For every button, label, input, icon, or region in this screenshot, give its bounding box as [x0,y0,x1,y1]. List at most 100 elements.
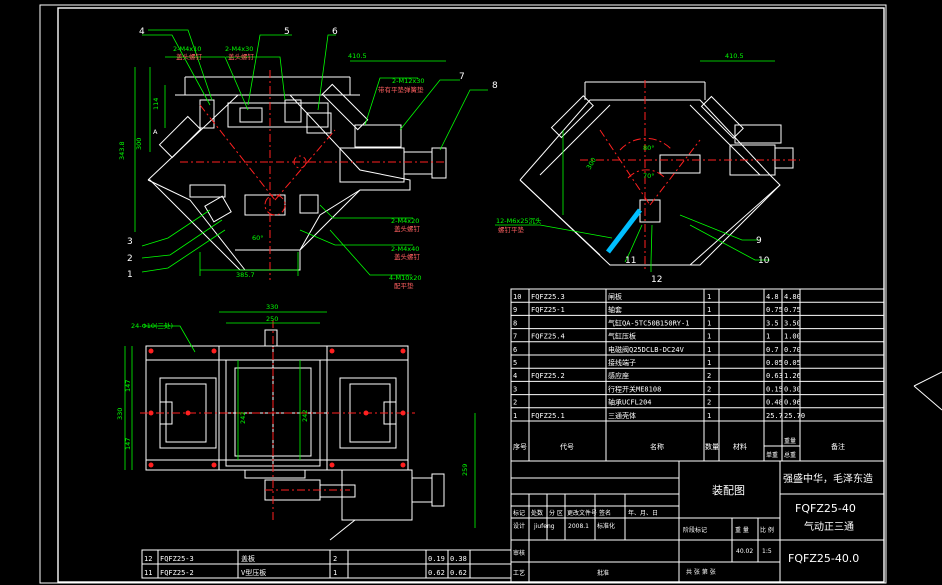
weight-value: 40.02 [736,548,753,555]
note-m4x20: 2-M4x20 [391,217,419,225]
bom-lower-row-12-no: 12 [144,555,152,563]
bom-row-2-no: 2 [513,399,517,407]
callout-11: 11 [625,256,636,266]
bom-header-name: 名称 [650,442,664,451]
note-24-holes: 24-Φ10(三处) [131,321,173,330]
label-change: 更改文件号 [567,509,597,517]
bom-row-3-total: 0.30 [784,385,801,393]
top-dim-147-b: 147 [124,438,132,450]
bom-header-code: 代号 [560,442,574,451]
bom-row-6-no: 6 [513,346,517,354]
top-dim-330: 330 [266,303,278,311]
bom-row-1-no: 1 [513,412,517,420]
bom-row-9-no: 9 [513,306,517,314]
drawing-number-bottom: FQFZ25-40.0 [788,552,859,565]
bom-row-10-unit: 4.8 [766,293,779,301]
top-dim-242-b: 242 [301,410,309,422]
bom-row-1-total: 25.70 [784,412,805,420]
bom-row-6-qty: 1 [707,346,711,354]
note-m6x25: 12-M6x25沉头 [496,216,542,225]
bom-row-9-code: FQFZ25-1 [531,306,565,314]
bom-row-9-total: 0.75 [784,306,801,314]
note-m4x10: 2-M4x10 [173,45,201,53]
bom-row-7-code: FQFZ25.4 [531,333,565,341]
bom-header-qty: 数量 [705,442,719,451]
note-m4x40: 2-M4x40 [391,245,419,253]
drawing-number: FQFZ25-40 [795,502,856,515]
label-design: 设计 [513,522,525,530]
bom-row-1-unit: 25.7 [766,412,783,420]
label-sign: 签名 [599,509,611,517]
top-view-centerlines [140,320,415,520]
bom-header-total: 总重 [784,451,796,459]
bom-header-remark: 备注 [831,442,845,451]
product-name: 气动正三通 [804,520,854,533]
callout-10: 10 [758,256,770,266]
bom-row-2-name: 轴承UCFL204 [608,398,652,407]
bom-row-10-qty: 1 [707,293,711,301]
bom-row-2-qty: 2 [707,399,711,407]
bom-row-5-total: 0.05 [784,359,801,367]
scale-value: 1:5 [762,548,772,555]
bom-row-5-unit: 0.05 [766,359,783,367]
bom-row-6-name: 电磁阀Q25DCLB-DC24V [608,345,685,354]
bom-row-9-name: 轴套 [608,305,622,314]
bom-row-7-qty: 1 [707,333,711,341]
side-view: 410.5 300 80° 70° 12-M6x25沉头 螺钉平垫 9 10 1… [495,52,800,285]
bom-row-8-qty: 1 [707,319,711,327]
bom-row-1-qty: 1 [707,412,711,420]
bom-row-2-unit: 0.48 [766,399,783,407]
bom-header-material: 材料 [733,442,747,451]
bom-lower-row-12-code: FQFZ25-3 [160,555,194,563]
bom-row-7-name: 气缸压板 [608,332,636,341]
bom-row-7-unit: 1 [766,333,770,341]
angle-80: 80° [643,144,655,152]
front-view: 4 5 6 7 8 3 2 1 2-M4x10 盖头螺钉 2-M4x30 盖头螺… [118,27,498,290]
bom-row-9-qty: 1 [707,306,711,314]
note-m6x25-sub: 螺钉平垫 [498,225,525,234]
callout-12: 12 [651,275,662,285]
bom-lower-row-12-unit: 0.19 [428,555,445,563]
label-sheets: 共 张 第 张 [686,568,716,576]
callout-5: 5 [284,27,290,37]
title-block: 装配图 强盛中华，毛泽东造 FQFZ25-40 气动正三通 FQFZ25-40.… [510,460,885,583]
note-m4x40-sub: 盖头螺钉 [394,252,421,261]
bom-lower-row-11-qty: 1 [333,569,337,577]
bom-lower-row-11-name: V型压板 [241,568,266,577]
dim-height-343-8: 343.8 [118,141,126,160]
note-m4x30-sub: 盖头螺钉 [228,52,255,61]
bom-lower-row-12-name: 盖板 [241,554,255,563]
bom-row-4-name: 感应座 [608,371,629,380]
bom-row-3-qty: 2 [707,385,711,393]
bom-row-10-name: 闸板 [608,292,622,301]
company-name: 强盛中华，毛泽东造 [783,472,873,485]
note-m12x30: 2-M12x30 [392,77,424,85]
top-dim-330-left: 330 [116,408,124,420]
bom-row-7-total: 1.00 [784,333,801,341]
letter-a: A [153,128,158,136]
label-review: 审核 [513,549,525,557]
side-view-dimensions [495,60,775,272]
callout-1: 1 [127,270,133,280]
note-m10x20-sub: 配平垫 [394,281,414,290]
callout-4: 4 [139,27,145,37]
label-count: 处数 [531,509,543,517]
top-dim-250: 250 [266,315,278,323]
label-weight: 重 量 [735,526,749,534]
bom-header-unit: 单重 [766,451,778,459]
bom-row-4-unit: 0.63 [766,372,783,380]
label-zone: 分 区 [549,509,563,517]
bom-row-10-code: FQFZ25.3 [531,293,565,301]
bom-row-5-name: 接线端子 [608,358,636,367]
dim-bottom-385-7: 385.7 [236,271,255,279]
bom-header-no: 序号 [513,442,527,451]
note-m4x10-sub: 盖头螺钉 [176,52,203,61]
bom-lower-row-11-total: 0.62 [450,569,467,577]
side-dim-top-410-5: 410.5 [725,52,744,60]
bom-row-4-no: 4 [513,372,517,380]
bom-row-1-name: 三通壳体 [608,411,636,420]
